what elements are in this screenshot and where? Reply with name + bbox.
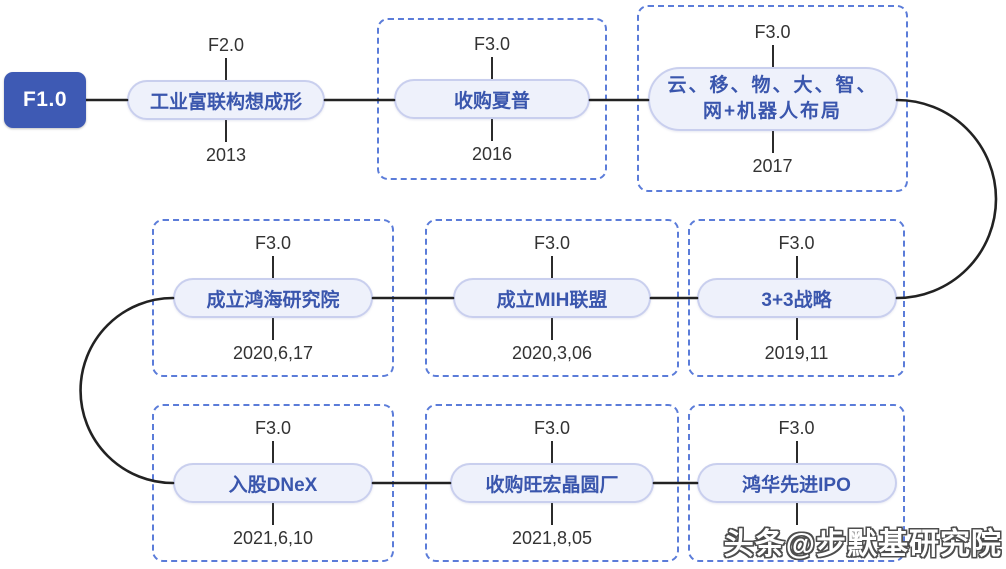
stage-label: F2.0 bbox=[207, 35, 245, 55]
event-pill: 3+3战略 bbox=[696, 278, 897, 318]
event-pill: 鸿华先进IPO bbox=[696, 463, 897, 503]
event-node-sharp-acquisition: F3.0 收购夏普 2016 bbox=[377, 18, 607, 180]
event-column: F3.0 入股DNeX 2021,6,10 bbox=[173, 415, 373, 551]
date-label: 2021,8,05 bbox=[511, 528, 593, 548]
event-node-mih-alliance: F3.0 成立MIH联盟 2020,3,06 bbox=[425, 219, 679, 377]
stage-label: F3.0 bbox=[533, 233, 571, 253]
tick-line bbox=[551, 503, 553, 525]
event-node-macronix-fab-acquisition: F3.0 收购旺宏晶圆厂 2021,8,05 bbox=[425, 404, 679, 562]
event-column: F3.0 收购旺宏晶圆厂 2021,8,05 bbox=[450, 415, 654, 551]
event-column: F3.0 鸿华先进IPO bbox=[696, 415, 897, 551]
stage-label: F3.0 bbox=[754, 21, 791, 42]
connector-arc-right bbox=[895, 98, 998, 300]
event-node-dnex-investment: F3.0 入股DNeX 2021,6,10 bbox=[152, 404, 394, 562]
date-label: 2016 bbox=[471, 144, 513, 164]
date-label: 2019,11 bbox=[764, 343, 829, 363]
event-column: F2.0 工业富联构想成形 2013 bbox=[127, 32, 325, 168]
tick-line bbox=[551, 256, 553, 278]
event-pill: 收购旺宏晶圆厂 bbox=[450, 463, 654, 503]
stage-label: F3.0 bbox=[778, 418, 815, 438]
tick-line bbox=[551, 318, 553, 340]
tick-line bbox=[795, 441, 798, 463]
tick-line bbox=[551, 441, 553, 463]
tick-line bbox=[225, 120, 227, 142]
tick-line bbox=[272, 441, 274, 463]
start-node-f1: F1.0 bbox=[4, 72, 86, 128]
date-label: 2020,3,06 bbox=[511, 343, 593, 363]
tick-line bbox=[225, 58, 227, 80]
watermark: 头条@步默基研究院 bbox=[723, 528, 1002, 561]
event-column: F3.0 云、移、物、大、智、网+机器人布局 2017 bbox=[647, 19, 898, 179]
event-pill: 入股DNeX bbox=[173, 463, 373, 503]
tick-line bbox=[272, 503, 274, 525]
date-label: 2017 bbox=[752, 155, 793, 176]
event-pill: 工业富联构想成形 bbox=[127, 80, 325, 120]
event-column: F3.0 收购夏普 2016 bbox=[394, 31, 590, 167]
tick-line bbox=[272, 318, 274, 340]
tick-line bbox=[771, 44, 774, 67]
tick-line bbox=[795, 503, 798, 525]
event-node-industrial-fulian: F2.0 工业富联构想成形 2013 bbox=[116, 30, 336, 170]
tick-line bbox=[491, 119, 493, 141]
event-column: F3.0 成立MIH联盟 2020,3,06 bbox=[453, 230, 651, 366]
event-node-hon-hai-research: F3.0 成立鸿海研究院 2020,6,17 bbox=[152, 219, 394, 377]
tick-line bbox=[491, 57, 493, 79]
stage-label: F3.0 bbox=[473, 34, 511, 54]
stage-label: F3.0 bbox=[254, 233, 292, 253]
date-label: 2020,6,17 bbox=[232, 343, 314, 363]
tick-line bbox=[795, 318, 798, 340]
stage-label: F3.0 bbox=[254, 418, 292, 438]
tick-line bbox=[272, 256, 274, 278]
event-node-3plus3-strategy: F3.0 3+3战略 2019,11 bbox=[688, 219, 905, 377]
event-pill: 收购夏普 bbox=[394, 79, 590, 119]
event-pill: 成立MIH联盟 bbox=[453, 278, 651, 318]
tick-line bbox=[795, 256, 798, 278]
event-node-cloud-robot-layout: F3.0 云、移、物、大、智、网+机器人布局 2017 bbox=[637, 5, 908, 192]
stage-label: F3.0 bbox=[533, 418, 571, 438]
stage-label: F3.0 bbox=[778, 233, 815, 253]
event-pill: 成立鸿海研究院 bbox=[173, 278, 373, 318]
tick-line bbox=[771, 130, 774, 153]
event-column: F3.0 成立鸿海研究院 2020,6,17 bbox=[173, 230, 373, 366]
date-label: 2013 bbox=[205, 145, 247, 165]
event-pill: 云、移、物、大、智、网+机器人布局 bbox=[647, 66, 898, 131]
event-column: F3.0 3+3战略 2019,11 bbox=[696, 230, 897, 366]
date-label: 2021,6,10 bbox=[232, 528, 314, 548]
